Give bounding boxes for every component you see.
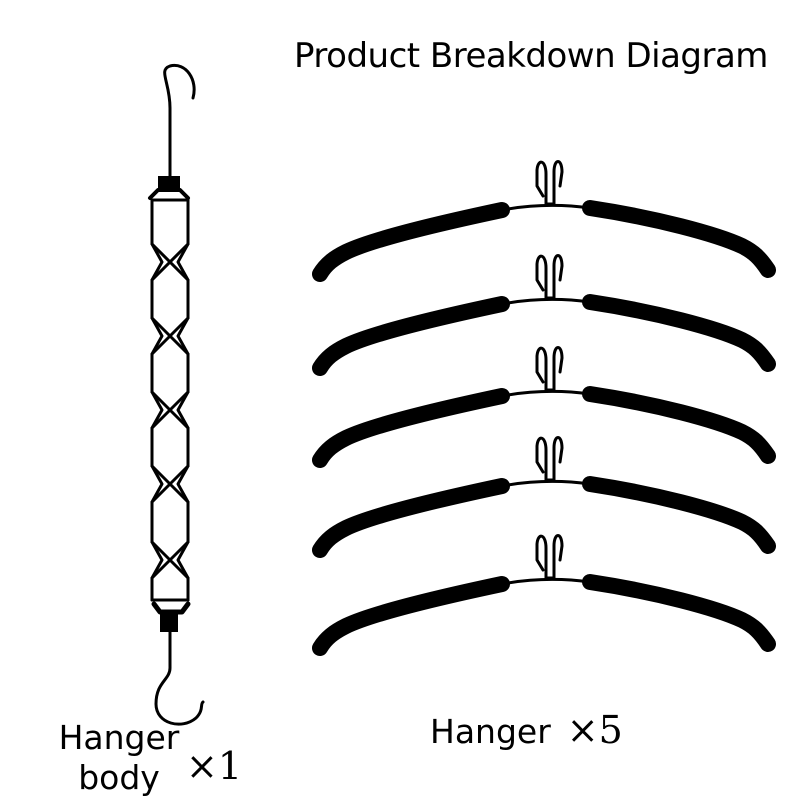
chain-link-cross-1 [150, 242, 190, 282]
chain-link-cross-4 [150, 464, 190, 504]
coat-hanger-icon-5 [320, 536, 768, 649]
hanger-body-label-line-1: Hanger [58, 718, 180, 757]
hanger-body-quantity: ×1 [186, 744, 243, 788]
chain-link-cross-3 [150, 390, 190, 430]
bottom-bracket [151, 601, 191, 615]
top-hook [163, 63, 196, 180]
hanger-body-chain-icon [148, 63, 205, 726]
hanger-quantity: ×5 [566, 708, 623, 752]
hanger-label: Hanger ×5 [430, 708, 623, 752]
coat-hanger-icon-4 [320, 438, 768, 551]
bottom-hook [154, 630, 205, 726]
chain-link-left-rail [150, 198, 164, 602]
hanger-body-label: Hanger body [44, 718, 194, 798]
hanger-body-label-line-2: body [78, 758, 160, 797]
chain-link-right-rail [176, 198, 190, 602]
hanger-label-name: Hanger [430, 712, 551, 751]
page-title: Product Breakdown Diagram [294, 36, 768, 76]
chain-link-cross-2 [150, 316, 190, 356]
bottom-connector [160, 612, 178, 632]
top-bracket [148, 188, 190, 200]
chain-link-cross-5 [150, 540, 190, 580]
